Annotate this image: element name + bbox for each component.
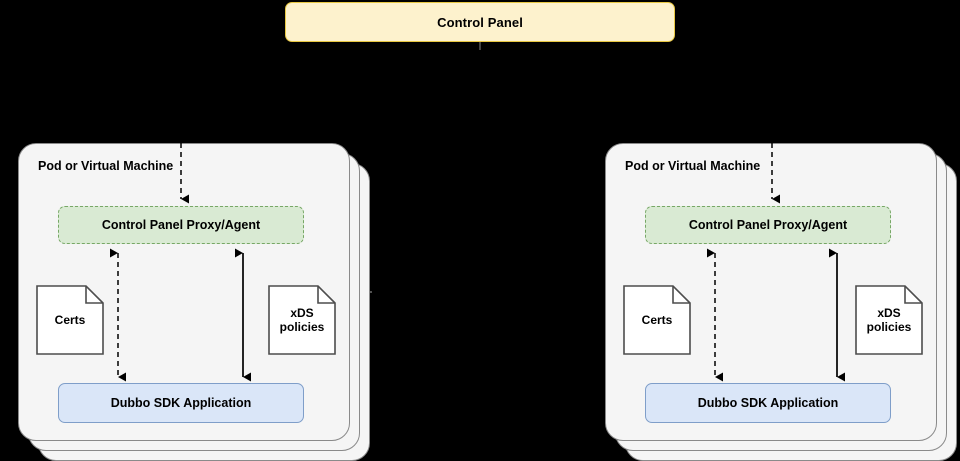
control-panel-proxy-box[interactable]: Control Panel Proxy/Agent [58,206,304,244]
document-icon [36,285,104,355]
document-icon [855,285,923,355]
pod-stack-right: Pod or Virtual Machine Control Panel Pro… [605,143,960,461]
document-icon [623,285,691,355]
certs-document[interactable]: Certs [623,285,691,355]
xds-policies-document[interactable]: xDS policies [855,285,923,355]
pod-stack-left: Pod or Virtual Machine Control Panel Pro… [18,143,388,461]
dubbo-sdk-application-box[interactable]: Dubbo SDK Application [58,383,304,423]
certs-document[interactable]: Certs [36,285,104,355]
xds-policies-document[interactable]: xDS policies [268,285,336,355]
dubbo-sdk-application-label: Dubbo SDK Application [110,396,252,410]
pod-title: Pod or Virtual Machine [38,159,174,173]
control-panel-label: Control Panel [437,14,523,30]
dubbo-sdk-application-label: Dubbo SDK Application [697,396,839,410]
dubbo-sdk-application-box[interactable]: Dubbo SDK Application [645,383,891,423]
pod-title: Pod or Virtual Machine [625,159,761,173]
control-panel-box[interactable]: Control Panel [285,2,675,42]
control-panel-proxy-label: Control Panel Proxy/Agent [688,218,848,232]
document-icon [268,285,336,355]
control-panel-proxy-box[interactable]: Control Panel Proxy/Agent [645,206,891,244]
control-panel-proxy-label: Control Panel Proxy/Agent [101,218,261,232]
